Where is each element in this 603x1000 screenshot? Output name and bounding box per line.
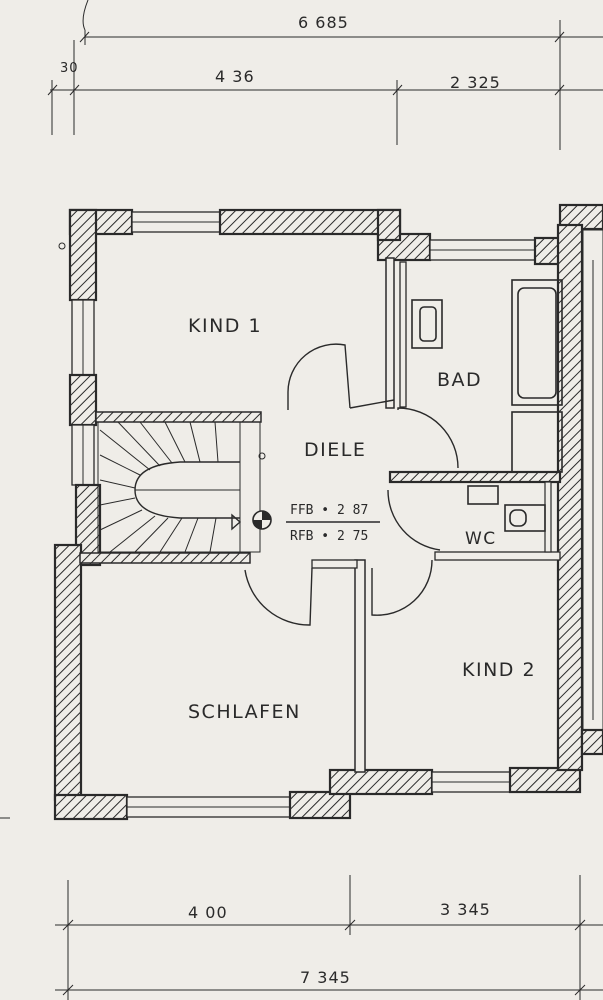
room-label-kind1: KIND 1 [188,315,262,337]
dim-bottom-total: 7 345 [300,968,351,987]
door-swings [244,343,459,626]
room-label-kind2: KIND 2 [462,659,536,681]
room-label-diele: DIELE [304,439,366,461]
room-label-wc: WC [465,529,497,549]
staircase [97,421,266,553]
dim-top-left: 4 36 [215,67,255,86]
dim-bottom-right: 3 345 [440,900,491,919]
toilet [504,504,546,532]
top-dimension-lines [47,0,603,150]
dim-top-right: 2 325 [450,73,501,92]
level-marker-icon [252,510,380,530]
dim-top-small: 30 [60,61,79,76]
room-label-schlafen: SCHLAFEN [188,701,301,723]
shower [511,411,563,473]
level-ffb: FFB • 2 87 [290,503,368,518]
right-edge-structure [58,229,603,756]
bathtub [511,279,563,406]
exterior-walls [53,203,603,821]
washbasin [411,299,443,349]
bottom-dimension-lines [0,817,603,1000]
room-label-bad: BAD [437,369,482,391]
dim-top-total: 6 685 [298,13,349,32]
level-rfb: RFB • 2 75 [290,529,368,544]
wc-basin [467,485,499,505]
interior-walls [79,257,562,773]
dim-bottom-left: 4 00 [188,903,228,922]
bathroom-fixtures [411,279,563,532]
